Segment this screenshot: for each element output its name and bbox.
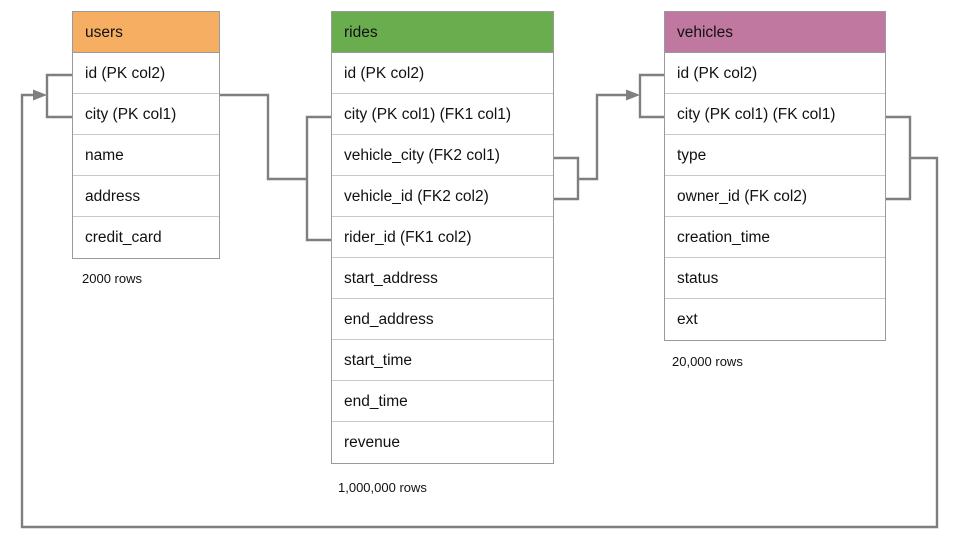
table-rides-column-vehicle-city[interactable]: vehicle_city (FK2 col1)	[332, 135, 553, 176]
table-vehicles-column-type[interactable]: type	[665, 135, 885, 176]
table-vehicles-column-id[interactable]: id (PK col2)	[665, 53, 885, 94]
arrowhead-users-from-bottom	[33, 89, 47, 101]
table-rides-column-rider-id[interactable]: rider_id (FK1 col2)	[332, 217, 553, 258]
table-vehicles[interactable]: vehicles id (PK col2) city (PK col1) (FK…	[664, 11, 886, 341]
table-users-column-credit-card[interactable]: credit_card	[73, 217, 219, 258]
rides-fk1-bracket	[305, 115, 331, 242]
table-users-column-address[interactable]: address	[73, 176, 219, 217]
table-users-column-name[interactable]: name	[73, 135, 219, 176]
table-rides-column-vehicle-id[interactable]: vehicle_id (FK2 col2)	[332, 176, 553, 217]
table-rides-column-city[interactable]: city (PK col1) (FK1 col1)	[332, 94, 553, 135]
table-rides[interactable]: rides id (PK col2) city (PK col1) (FK1 c…	[331, 11, 554, 464]
table-rides-column-start-time[interactable]: start_time	[332, 340, 553, 381]
table-vehicles-column-ext[interactable]: ext	[665, 299, 885, 340]
table-rides-column-revenue[interactable]: revenue	[332, 422, 553, 463]
vehicles-fk-bracket	[886, 115, 912, 201]
table-vehicles-column-status[interactable]: status	[665, 258, 885, 299]
rides-fk2-bracket	[554, 156, 580, 201]
table-vehicles-column-creation-time[interactable]: creation_time	[665, 217, 885, 258]
table-vehicles-row-count: 20,000 rows	[672, 354, 743, 369]
table-rides-column-id[interactable]: id (PK col2)	[332, 53, 553, 94]
table-rides-column-end-time[interactable]: end_time	[332, 381, 553, 422]
table-users-column-id[interactable]: id (PK col2)	[73, 53, 219, 94]
users-pk-bracket	[45, 73, 72, 119]
table-rides-column-end-address[interactable]: end_address	[332, 299, 553, 340]
vehicles-pk-bracket	[638, 73, 664, 119]
table-rides-column-start-address[interactable]: start_address	[332, 258, 553, 299]
arrowhead-to-vehicles	[626, 89, 640, 101]
table-users-column-city[interactable]: city (PK col1)	[73, 94, 219, 135]
table-rides-row-count: 1,000,000 rows	[338, 480, 427, 495]
table-vehicles-column-city[interactable]: city (PK col1) (FK col1)	[665, 94, 885, 135]
table-vehicles-column-owner-id[interactable]: owner_id (FK col2)	[665, 176, 885, 217]
rides-fk2-to-vehicles-line	[578, 93, 627, 181]
table-users-title: users	[73, 12, 219, 53]
table-users-row-count: 2000 rows	[82, 271, 142, 286]
table-vehicles-title: vehicles	[665, 12, 885, 53]
table-users[interactable]: users id (PK col2) city (PK col1) name a…	[72, 11, 220, 259]
table-rides-title: rides	[332, 12, 553, 53]
